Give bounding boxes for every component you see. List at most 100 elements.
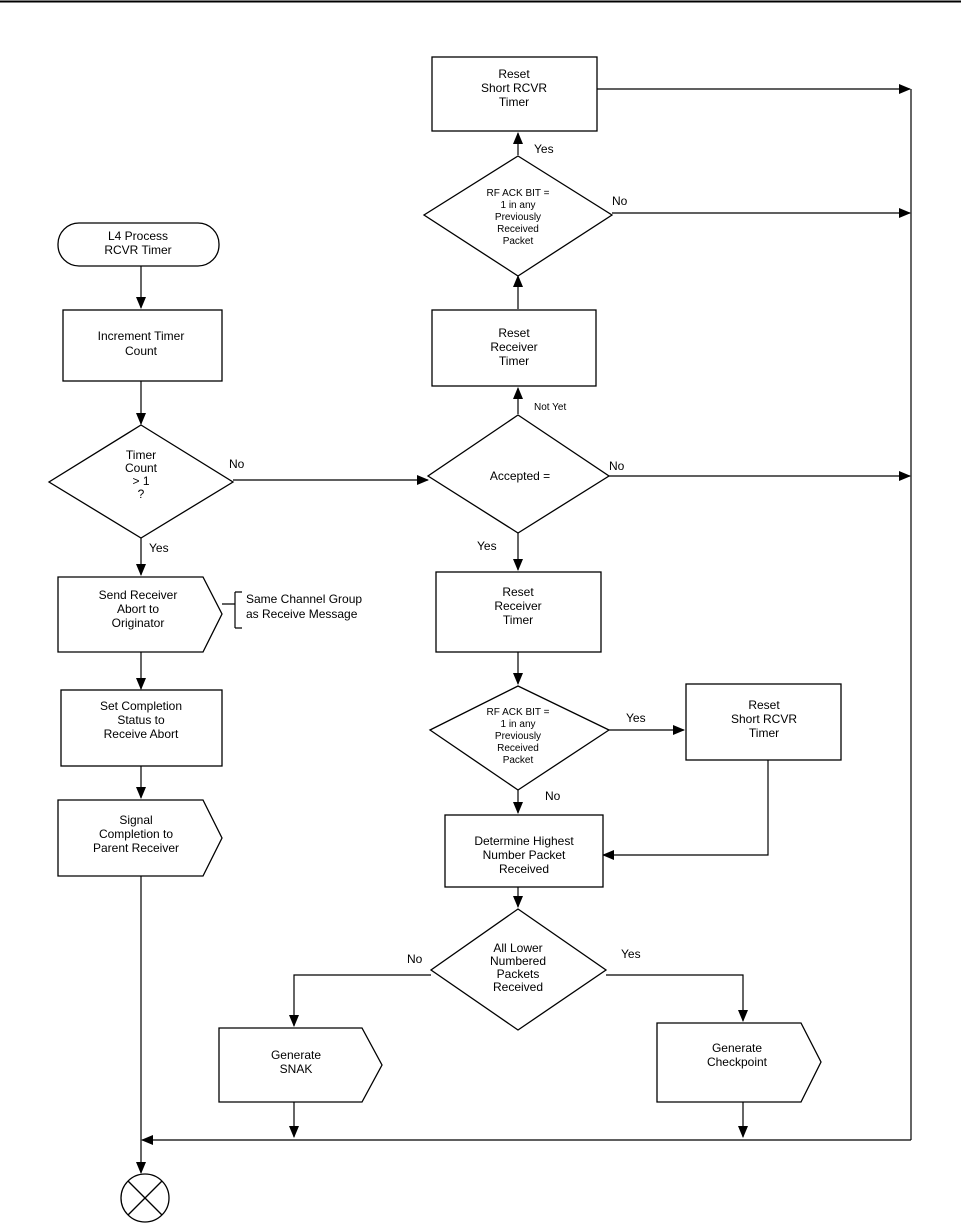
rf-ack-top-line-5: Packet bbox=[503, 236, 534, 247]
node-generate-checkpoint: Generate Checkpoint bbox=[656, 1022, 822, 1103]
reset-short-top-line-3: Timer bbox=[499, 95, 529, 109]
start-line-2: RCVR Timer bbox=[104, 243, 171, 257]
rf-ack-top-line-1: RF ACK BIT = bbox=[487, 188, 550, 199]
determine-line-1: Determine Highest bbox=[474, 834, 574, 848]
label-timer-no: No bbox=[229, 457, 245, 471]
annotation-bracket bbox=[222, 591, 242, 629]
reset-receiver-top-line-1: Reset bbox=[498, 326, 530, 340]
label-all-lower-yes: Yes bbox=[621, 947, 641, 961]
snak-line-1: Generate bbox=[271, 1048, 321, 1062]
reset-receiver-top-box bbox=[431, 309, 597, 387]
rf-ack-top-line-3: Previously bbox=[495, 212, 541, 223]
set-completion-line-3: Receive Abort bbox=[104, 727, 179, 741]
label-rf-top-yes: Yes bbox=[534, 142, 554, 156]
increment-line-1: Increment Timer bbox=[98, 329, 185, 343]
reset-receiver-top-line-2: Receiver bbox=[490, 340, 537, 354]
edge-alllower-yes bbox=[606, 974, 748, 1022]
checkpoint-line-1: Generate bbox=[712, 1041, 762, 1055]
reset-short-right-line-3: Timer bbox=[749, 726, 779, 740]
reset-short-right-box bbox=[685, 683, 842, 761]
timer-line-3: > 1 bbox=[132, 474, 149, 488]
signal-line-1: Signal bbox=[119, 813, 152, 827]
label-rf-mid-no: No bbox=[545, 789, 561, 803]
reset-short-top-line-1: Reset bbox=[498, 67, 530, 81]
rf-ack-top-line-2: 1 in any bbox=[500, 200, 535, 211]
generate-checkpoint-shape bbox=[656, 1022, 822, 1103]
edge-labels: Yes No Not Yet No No Yes Yes Yes No No Y… bbox=[149, 142, 646, 966]
node-rf-ack-top: RF ACK BIT = 1 in any Previously Receive… bbox=[422, 155, 614, 277]
label-rf-top-no: No bbox=[612, 194, 628, 208]
reset-receiver-mid-line-1: Reset bbox=[502, 585, 534, 599]
send-abort-line-1: Send Receiver bbox=[99, 588, 178, 602]
label-accepted-yes: Yes bbox=[477, 539, 497, 553]
label-rf-mid-yes: Yes bbox=[626, 711, 646, 725]
node-signal-completion: Signal Completion to Parent Receiver bbox=[57, 799, 223, 877]
signal-line-2: Completion to bbox=[99, 827, 173, 841]
all-lower-line-2: Numbered bbox=[490, 954, 546, 968]
all-lower-line-4: Received bbox=[493, 980, 543, 994]
rf-ack-mid-diamond bbox=[428, 685, 611, 791]
increment-line-2: Count bbox=[125, 344, 158, 358]
snak-line-2: SNAK bbox=[280, 1062, 313, 1076]
reset-receiver-mid-line-2: Receiver bbox=[494, 599, 541, 613]
reset-receiver-mid-box bbox=[435, 571, 602, 653]
node-reset-receiver-top: Reset Receiver Timer bbox=[431, 309, 597, 387]
rf-ack-mid-line-3: Previously bbox=[495, 731, 541, 742]
rf-ack-top-diamond bbox=[422, 155, 614, 277]
checkpoint-line-2: Checkpoint bbox=[707, 1055, 768, 1069]
rf-ack-mid-line-1: RF ACK BIT = bbox=[487, 707, 550, 718]
edge-shortreset-to-determine bbox=[602, 760, 769, 860]
label-accepted-no: No bbox=[609, 459, 625, 473]
same-channel-line-1: Same Channel Group bbox=[246, 592, 362, 606]
set-completion-line-1: Set Completion bbox=[100, 699, 182, 713]
send-abort-line-2: Abort to bbox=[117, 602, 159, 616]
increment-box bbox=[62, 309, 223, 382]
connectors bbox=[136, 84, 912, 1174]
timer-line-4: ? bbox=[138, 487, 145, 501]
reset-short-top-line-2: Short RCVR bbox=[481, 81, 547, 95]
edge-alllower-no bbox=[289, 974, 431, 1027]
all-lower-diamond bbox=[429, 908, 608, 1031]
start-line-1: L4 Process bbox=[108, 229, 168, 243]
node-timer-decision: Timer Count > 1 ? bbox=[47, 424, 235, 539]
rf-ack-mid-line-5: Packet bbox=[503, 755, 534, 766]
node-all-lower: All Lower Numbered Packets Received bbox=[429, 908, 608, 1031]
accepted-diamond bbox=[426, 414, 611, 534]
node-determine-highest: Determine Highest Number Packet Received bbox=[444, 814, 604, 888]
node-set-completion: Set Completion Status to Receive Abort bbox=[60, 689, 223, 767]
node-generate-snak: Generate SNAK bbox=[218, 1027, 383, 1103]
determine-line-2: Number Packet bbox=[483, 848, 566, 862]
node-start: L4 Process RCVR Timer bbox=[57, 222, 220, 267]
generate-snak-shape bbox=[218, 1027, 383, 1103]
end-cross-b bbox=[127, 1180, 163, 1216]
reset-short-right-line-2: Short RCVR bbox=[731, 712, 797, 726]
set-completion-box bbox=[60, 689, 223, 767]
all-lower-line-1: All Lower bbox=[493, 941, 542, 955]
node-rf-ack-mid: RF ACK BIT = 1 in any Previously Receive… bbox=[428, 685, 611, 791]
node-send-abort: Send Receiver Abort to Originator bbox=[57, 576, 223, 653]
signal-line-3: Parent Receiver bbox=[93, 841, 179, 855]
signal-completion-shape bbox=[57, 799, 223, 877]
timer-line-2: Count bbox=[125, 461, 158, 475]
send-abort-shape bbox=[57, 576, 223, 653]
determine-line-3: Received bbox=[499, 862, 549, 876]
rf-ack-top-line-4: Received bbox=[497, 224, 539, 235]
node-accepted: Accepted = bbox=[426, 414, 611, 534]
accepted-line-1: Accepted = bbox=[490, 469, 550, 483]
annotation-same-channel: Same Channel Group as Receive Message bbox=[246, 592, 362, 621]
label-timer-yes: Yes bbox=[149, 541, 169, 555]
rf-ack-mid-line-2: 1 in any bbox=[500, 719, 535, 730]
node-end-terminator bbox=[120, 1173, 170, 1223]
reset-receiver-mid-line-3: Timer bbox=[503, 613, 533, 627]
reset-receiver-top-line-3: Timer bbox=[499, 354, 529, 368]
label-all-lower-no: No bbox=[407, 952, 423, 966]
node-reset-short-right: Reset Short RCVR Timer bbox=[685, 683, 842, 761]
set-completion-line-2: Status to bbox=[117, 713, 165, 727]
node-reset-short-top: Reset Short RCVR Timer bbox=[431, 56, 598, 132]
reset-short-top-box bbox=[431, 56, 598, 132]
reset-short-right-line-1: Reset bbox=[748, 698, 780, 712]
node-increment: Increment Timer Count bbox=[62, 309, 223, 382]
rf-ack-mid-line-4: Received bbox=[497, 743, 539, 754]
all-lower-line-3: Packets bbox=[497, 967, 540, 981]
